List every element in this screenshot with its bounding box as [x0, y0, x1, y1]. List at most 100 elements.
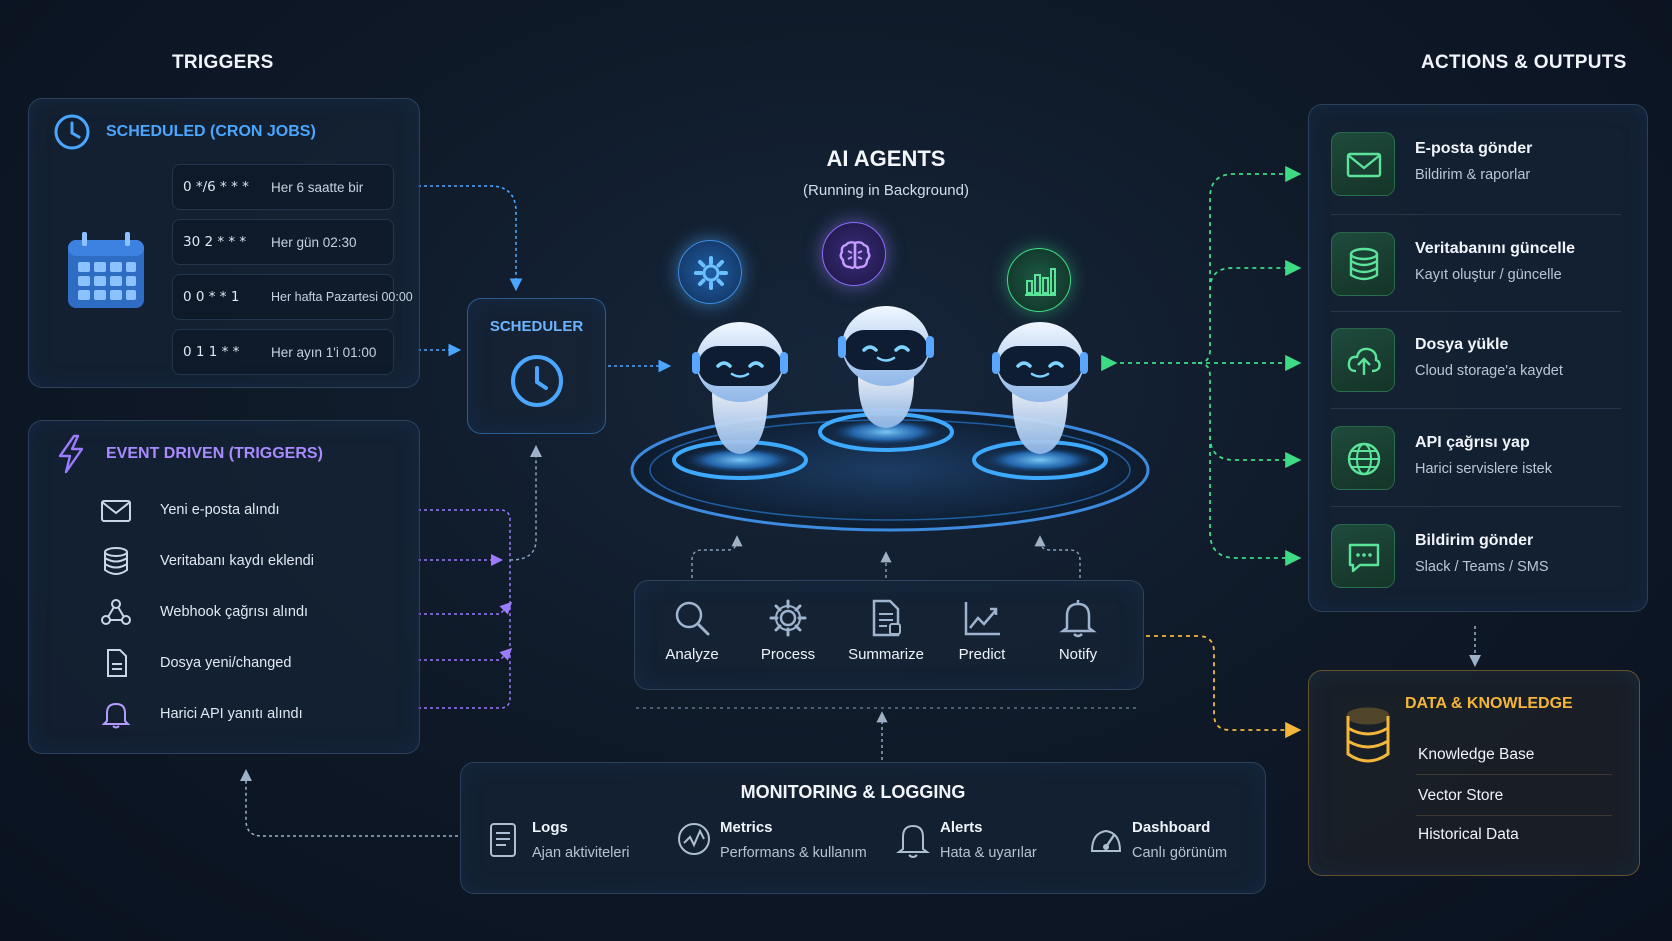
- tool-label: Predict: [958, 646, 1006, 663]
- agents-title: AI AGENTS: [826, 146, 946, 171]
- agent-badge[interactable]: [1007, 248, 1071, 312]
- tool-predict[interactable]: Predict: [936, 598, 1028, 678]
- cron-row[interactable]: 0 0 * * 1 Her hafta Pazartesi 00:00: [172, 274, 413, 320]
- action-subtitle: Harici servislere istek: [1415, 461, 1552, 477]
- event-item-file[interactable]: Dosya yeni/changed: [90, 645, 390, 681]
- event-item-label: Veritabanı kaydı eklendi: [160, 553, 314, 569]
- monitor-alerts[interactable]: Alerts Hata & uyarılar: [896, 815, 1066, 871]
- mail-icon: [1346, 152, 1382, 178]
- scheduler-node[interactable]: [467, 298, 606, 434]
- action-icon-tile: [1331, 328, 1395, 392]
- knowledge-title: DATA & KNOWLEDGE: [1405, 695, 1573, 712]
- search-icon: [675, 601, 710, 636]
- gauge-icon: [678, 823, 710, 855]
- action-icon-tile: [1331, 426, 1395, 490]
- action-subtitle: Bildirim & raporlar: [1415, 167, 1531, 183]
- clock-icon: [511, 355, 563, 407]
- action-icon-tile: [1331, 524, 1395, 588]
- divider: [1331, 311, 1621, 312]
- cron-description: Her gün 02:30: [271, 235, 357, 250]
- monitor-title: Dashboard: [1132, 819, 1211, 836]
- tool-process[interactable]: Process: [742, 598, 834, 678]
- event-item-webhook[interactable]: Webhook çağrısı alındı: [90, 594, 390, 630]
- monitor-subtitle: Canlı görünüm: [1132, 845, 1228, 861]
- knowledge-item[interactable]: Vector Store: [1418, 787, 1504, 804]
- monitor-dashboard[interactable]: Dashboard Canlı görünüm: [1088, 815, 1258, 871]
- action-title: API çağrısı yap: [1415, 434, 1530, 451]
- monitor-metrics[interactable]: Metrics Performans & kullanım: [676, 815, 876, 871]
- agent-badge[interactable]: [678, 240, 742, 304]
- cron-row[interactable]: 0 1 1 * * Her ayın 1'i 01:00: [172, 329, 394, 375]
- agents-subtitle: (Running in Background): [803, 182, 969, 199]
- bar-chart-icon: [1025, 268, 1056, 296]
- database-icon: [1346, 707, 1390, 763]
- knowledge-item[interactable]: Knowledge Base: [1418, 746, 1535, 763]
- action-email[interactable]: E-posta gönder Bildirim & raporlar: [1331, 130, 1621, 200]
- tool-notify[interactable]: Notify: [1032, 598, 1124, 678]
- monitor-subtitle: Hata & uyarılar: [940, 845, 1037, 861]
- agent-badge[interactable]: [822, 222, 886, 286]
- cron-expression: 0 0 * * 1: [183, 289, 240, 305]
- robot-agent-3[interactable]: [960, 312, 1120, 482]
- monitor-title: Logs: [532, 819, 568, 836]
- event-item-label: Harici API yanıtı alındı: [160, 706, 303, 722]
- divider: [1416, 774, 1612, 775]
- event-driven-panel: [28, 420, 420, 754]
- mail-icon: [101, 500, 131, 522]
- tool-label: Summarize: [848, 646, 924, 663]
- divider: [1331, 408, 1621, 409]
- cron-expression: 0 */6 * * *: [183, 179, 249, 195]
- robot-agent-2[interactable]: [806, 298, 966, 468]
- file-icon: [107, 649, 127, 677]
- bell-icon: [896, 824, 930, 858]
- cron-description: Her hafta Pazartesi 00:00: [271, 290, 413, 304]
- event-item-email[interactable]: Yeni e-posta alındı: [90, 492, 390, 528]
- scheduled-title: SCHEDULED (CRON JOBS): [106, 123, 316, 140]
- document-icon: [872, 599, 901, 637]
- event-item-api[interactable]: Harici API yanıtı alındı: [90, 696, 390, 732]
- lightning-icon: [58, 434, 84, 474]
- event-item-label: Dosya yeni/changed: [160, 655, 292, 671]
- event-driven-title: EVENT DRIVEN (TRIGGERS): [106, 445, 323, 462]
- cron-expression: 30 2 * * *: [183, 234, 247, 250]
- triggers-heading: TRIGGERS: [172, 52, 274, 73]
- monitoring-panel: [460, 762, 1266, 894]
- cron-row[interactable]: 0 */6 * * * Her 6 saatte bir: [172, 164, 394, 210]
- monitor-subtitle: Ajan aktiviteleri: [532, 845, 630, 861]
- trend-chart-icon: [964, 602, 1000, 636]
- gear-icon: [694, 256, 728, 290]
- divider: [1416, 815, 1612, 816]
- event-item-label: Webhook çağrısı alındı: [160, 604, 309, 620]
- cron-row[interactable]: 30 2 * * * Her gün 02:30: [172, 219, 394, 265]
- action-subtitle: Kayıt oluştur / güncelle: [1415, 267, 1562, 283]
- event-item-label: Yeni e-posta alındı: [160, 502, 280, 518]
- cron-description: Her ayın 1'i 01:00: [271, 345, 377, 360]
- robot-agent-1[interactable]: [660, 312, 820, 482]
- monitor-logs[interactable]: Logs Ajan aktiviteleri: [488, 815, 658, 871]
- monitor-title: Metrics: [720, 819, 773, 836]
- cron-description: Her 6 saatte bir: [271, 180, 364, 195]
- action-api[interactable]: API çağrısı yap Harici servislere istek: [1331, 424, 1621, 494]
- tool-analyze[interactable]: Analyze: [646, 598, 738, 678]
- action-subtitle: Cloud storage'a kaydet: [1415, 363, 1563, 379]
- action-icon-tile: [1331, 232, 1395, 296]
- tool-summarize[interactable]: Summarize: [840, 598, 932, 678]
- action-database[interactable]: Veritabanını güncelle Kayıt oluştur / gü…: [1331, 230, 1621, 300]
- bell-icon: [101, 702, 131, 729]
- monitoring-title: MONITORING & LOGGING: [740, 782, 966, 802]
- action-title: Dosya yükle: [1415, 336, 1509, 353]
- monitor-title: Alerts: [940, 819, 983, 836]
- action-notify[interactable]: Bildirim gönder Slack / Teams / SMS: [1331, 522, 1621, 592]
- actions-heading: ACTIONS & OUTPUTS: [1421, 52, 1627, 73]
- scheduler-label: SCHEDULER: [489, 318, 584, 335]
- knowledge-item[interactable]: Historical Data: [1418, 826, 1519, 843]
- divider: [1331, 506, 1621, 507]
- database-icon: [1349, 247, 1379, 281]
- clock-icon: [54, 114, 90, 150]
- tool-label: Notify: [1058, 646, 1098, 663]
- action-icon-tile: [1331, 132, 1395, 196]
- event-item-database[interactable]: Veritabanı kaydı eklendi: [90, 543, 390, 579]
- action-upload[interactable]: Dosya yükle Cloud storage'a kaydet: [1331, 326, 1621, 396]
- action-title: Bildirim gönder: [1415, 532, 1534, 549]
